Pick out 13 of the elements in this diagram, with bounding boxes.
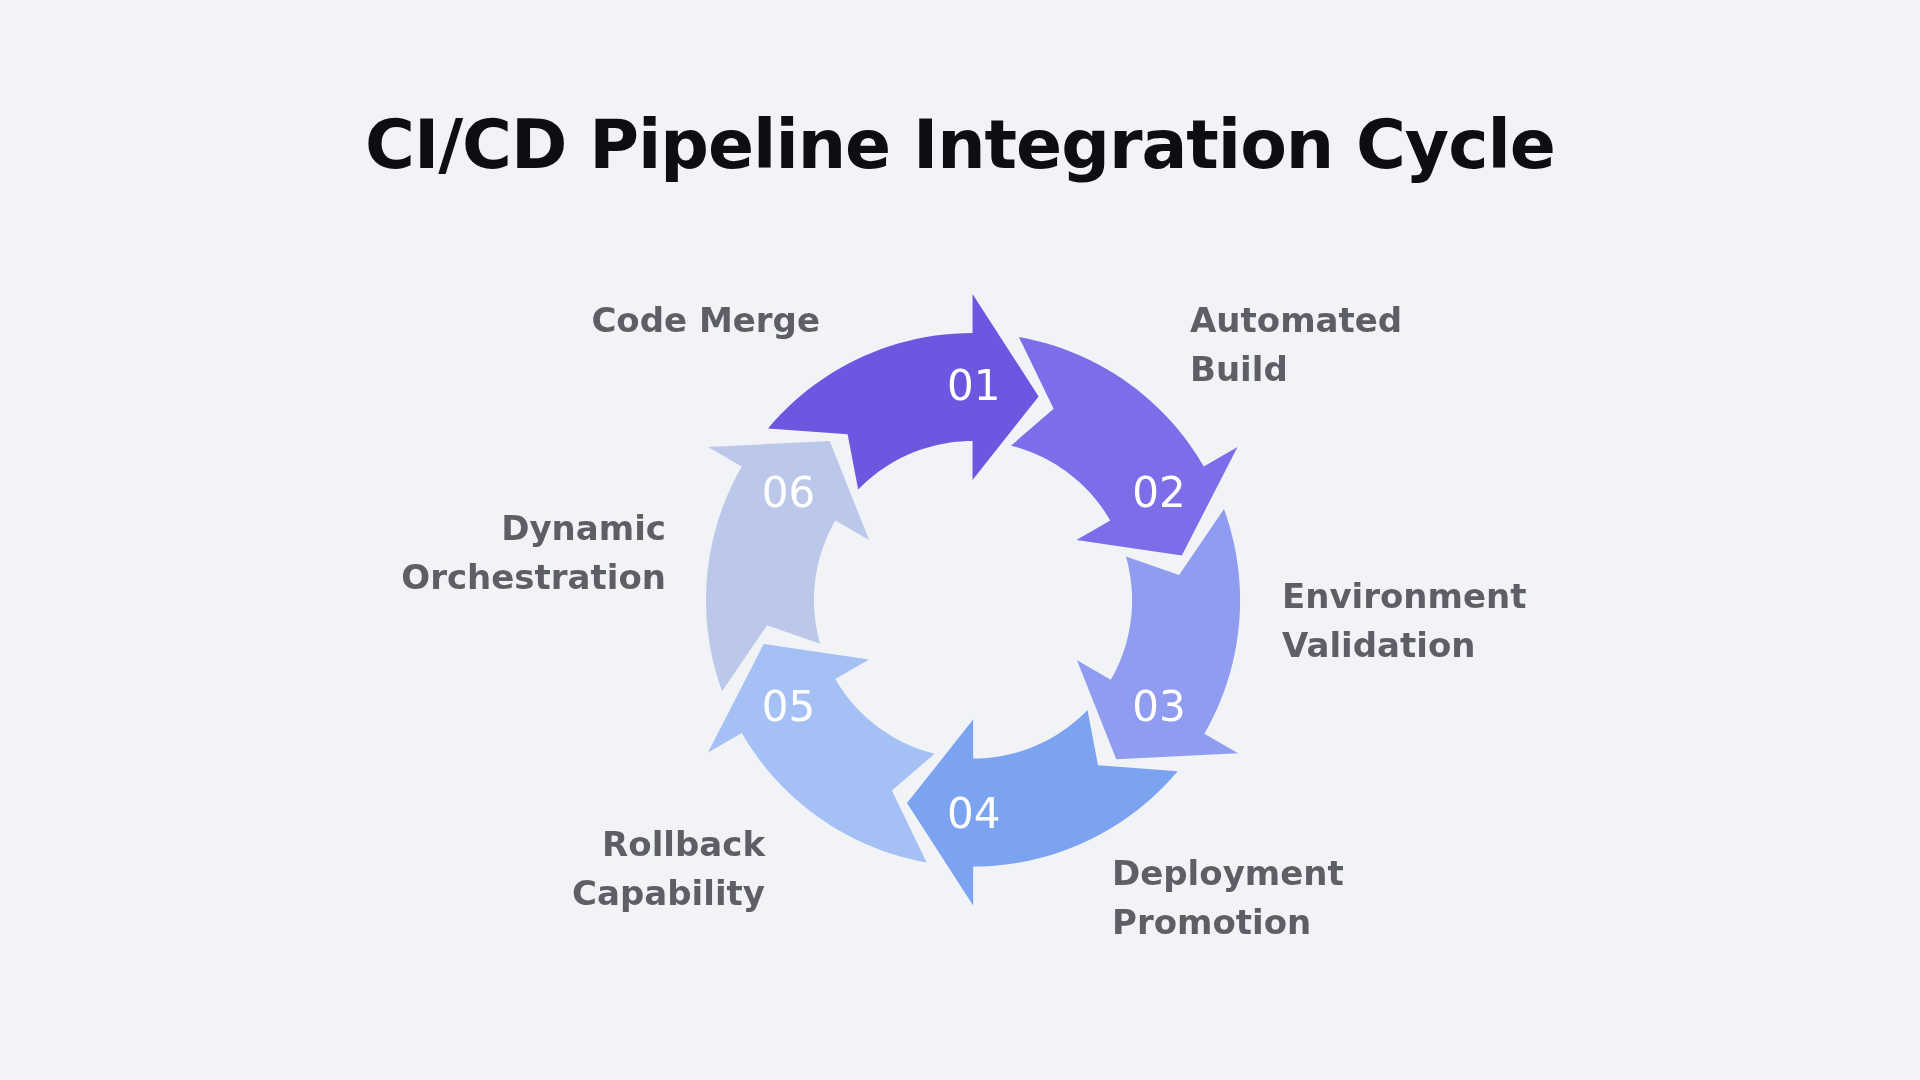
- step-number: 01: [947, 365, 1001, 407]
- step-number: 04: [947, 793, 1001, 835]
- step-label: Deployment Promotion: [1112, 852, 1345, 944]
- step-number: 06: [761, 472, 816, 514]
- step-label: Code Merge: [590, 299, 820, 342]
- title: CI/CD Pipeline Integration Cycle: [364, 105, 1556, 184]
- step-label: Automated Build: [1190, 299, 1404, 391]
- step-label: Dynamic Orchestration: [400, 507, 666, 599]
- step-label: Environment Validation: [1282, 575, 1528, 667]
- step-number: 02: [1132, 472, 1186, 514]
- step-label: Rollback Capability: [571, 823, 765, 915]
- step-number: 03: [1132, 686, 1186, 728]
- step-number: 05: [761, 686, 816, 728]
